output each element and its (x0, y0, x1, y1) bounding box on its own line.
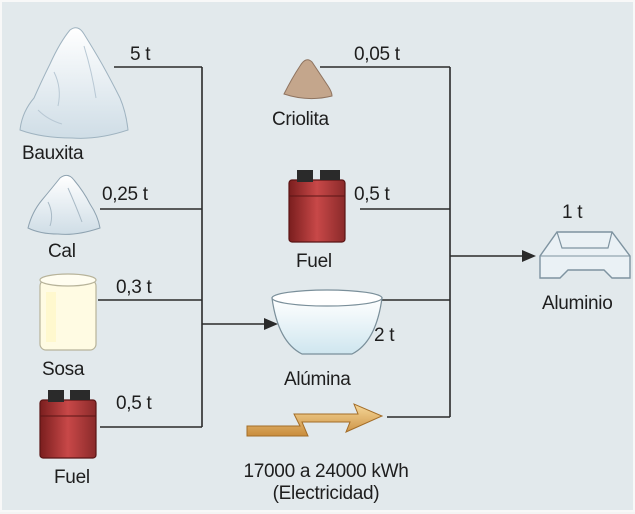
fuel-can-mid-icon (288, 170, 346, 243)
fuel-mid-qty: 0,5 t (354, 184, 390, 205)
aluminio-qty: 1 t (562, 202, 583, 223)
criolita-pile-icon (283, 59, 333, 100)
aluminio-ingot-icon (539, 231, 631, 279)
alumina-label: Alúmina (284, 369, 351, 390)
bauxita-shading (37, 45, 97, 125)
bauxita-qty: 5 t (130, 44, 151, 65)
fuel-mid-label: Fuel (296, 251, 332, 272)
bauxita-label: Bauxita (22, 143, 84, 164)
cal-shading (47, 187, 83, 227)
criolita-label: Criolita (272, 109, 329, 130)
electricity-arrow-icon (246, 403, 384, 437)
arrowhead-aluminio (522, 250, 536, 262)
fuel-left-qty: 0,5 t (116, 393, 152, 414)
electricity-label: (Electricidad) (272, 483, 380, 504)
connector-lines (98, 66, 524, 428)
cal-label: Cal (48, 241, 76, 262)
cal-qty: 0,25 t (102, 184, 148, 205)
criolita-qty: 0,05 t (354, 44, 400, 65)
sosa-jar-icon (39, 273, 97, 351)
aluminio-label: Aluminio (542, 293, 613, 314)
electricity-amount: 17000 a 24000 kWh (243, 461, 409, 482)
fuel-left-label: Fuel (54, 467, 90, 488)
sosa-qty: 0,3 t (116, 277, 152, 298)
bauxita-pile-icon (19, 27, 129, 139)
sosa-label: Sosa (42, 359, 85, 380)
arrowhead-alumina (264, 318, 278, 330)
alumina-qty: 2 t (374, 325, 395, 346)
fuel-can-left-icon (39, 390, 97, 459)
alumina-bowl-icon (271, 289, 383, 355)
cal-pile-icon (27, 174, 101, 235)
